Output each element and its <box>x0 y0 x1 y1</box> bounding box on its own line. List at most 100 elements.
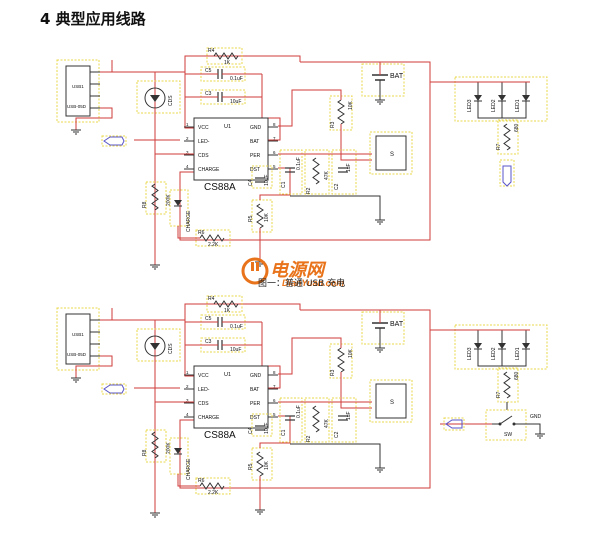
ic-pin-name: CHARGE <box>198 415 220 421</box>
usb-label: USB-05D <box>67 352 87 357</box>
r3-value: 10K <box>348 100 354 110</box>
c5-value: 0.1uF <box>230 76 243 82</box>
c2-value: 1uF <box>346 163 352 172</box>
resistor-symbol <box>337 347 345 373</box>
c4-value: 10uF <box>264 175 270 186</box>
component-frame <box>369 379 413 423</box>
r4-ref: R4 <box>208 296 215 302</box>
photocell-icon <box>150 343 160 350</box>
ic-pin-num: 1 <box>186 370 189 375</box>
ic-pin-num: 5 <box>273 412 276 417</box>
r5-value: 10K <box>264 460 270 470</box>
connector-block-icon <box>375 135 407 171</box>
ic-ref: U1 <box>224 372 231 378</box>
r7-ref: R7 <box>496 143 502 150</box>
gnd-label: GND <box>530 414 542 420</box>
component-frame <box>206 47 243 65</box>
watermark-logo-icon <box>240 256 270 291</box>
usb-connector-icon <box>65 65 91 117</box>
wire <box>75 355 113 378</box>
component-frame <box>101 383 127 395</box>
led-diode-icon <box>474 95 482 101</box>
ic-pin-name: PER <box>250 401 261 407</box>
resistor-symbol <box>199 482 225 490</box>
ic-pin-name: BAT <box>250 139 259 145</box>
led-diode-icon <box>522 343 530 349</box>
wire <box>507 101 527 119</box>
r5-ref: R5 <box>248 463 254 470</box>
r4-value: 1K <box>224 60 231 66</box>
r6-ref: R6 <box>198 230 205 236</box>
ic-pin-name: DST <box>250 167 260 173</box>
component-frame <box>361 63 405 97</box>
wire <box>179 61 431 241</box>
led-label: LED3 <box>467 99 473 112</box>
watermark-en: DianYuan.com <box>282 278 345 288</box>
wire <box>177 474 200 487</box>
charge-led-label: CHARGE <box>186 210 192 232</box>
r6-value: 2.2K <box>208 242 219 248</box>
component-frame <box>169 189 189 227</box>
ic-pin-name: LED- <box>198 387 210 393</box>
ic-pin-num: 3 <box>186 398 189 403</box>
ic-pin-name: VCC <box>198 125 209 131</box>
wire <box>507 349 527 367</box>
component-frame <box>497 367 519 403</box>
net-flag-icon <box>445 419 463 429</box>
wire <box>155 319 194 377</box>
led-label: LED2 <box>491 347 497 360</box>
ic-name: CS88A <box>204 430 236 441</box>
cds-label: CDS <box>168 343 174 354</box>
led-diode-icon <box>498 343 506 349</box>
c2-ref: C2 <box>334 183 340 190</box>
ic-pin-num: 1 <box>186 122 189 127</box>
led-diode-icon <box>474 343 482 349</box>
led-label: LED1 <box>515 347 521 360</box>
resistor-symbol <box>337 99 345 125</box>
led-diode-icon <box>174 200 182 206</box>
resistor-symbol <box>503 371 511 399</box>
wire <box>100 308 113 321</box>
component-frame <box>369 131 413 175</box>
ic-pin-num: 7 <box>273 384 276 389</box>
switch-icon <box>499 415 513 425</box>
wire <box>75 107 113 130</box>
r6-ref: R6 <box>198 478 205 484</box>
led-label: LED3 <box>467 347 473 360</box>
watermark-cn: 电源网 <box>270 260 324 281</box>
c2-value: 1uF <box>346 411 352 420</box>
component-frame <box>251 447 273 481</box>
ic-pin-name: CHARGE <box>198 167 220 173</box>
charge-led-label: CHARGE <box>186 458 192 480</box>
r7-value: 680 <box>514 123 520 132</box>
wire <box>112 71 156 255</box>
wire <box>179 309 431 489</box>
c1-value: 0.1uF <box>296 405 302 418</box>
connector-label: S <box>390 152 394 158</box>
ic-pin-name: GND <box>250 125 262 131</box>
ic-pin-num: 8 <box>273 370 276 375</box>
c3-value: 10uF <box>230 99 241 105</box>
wire <box>290 443 381 468</box>
switch-icon <box>498 422 502 426</box>
resistor-symbol <box>256 451 264 477</box>
r8-value: 200K <box>166 442 172 454</box>
net-flag-icon <box>502 165 512 187</box>
wire <box>340 372 372 409</box>
connector-block-icon <box>375 383 407 419</box>
component-frame <box>443 417 465 431</box>
c3-ref: C3 <box>205 91 212 97</box>
usb-label: USB-05D <box>67 104 87 109</box>
resistor-symbol <box>503 123 511 151</box>
r8-ref: R8 <box>142 449 148 456</box>
circuit-plain: USB1USB-05DR41KC50.1uFC310uFCDSU1CS88AVC… <box>56 47 548 270</box>
c5-ref: C5 <box>205 68 212 74</box>
sw-label: SW <box>504 432 512 438</box>
c1-ref: C1 <box>281 429 287 436</box>
c1-ref: C1 <box>281 181 287 188</box>
r2-value: 47K <box>324 418 330 428</box>
ic-name: CS88A <box>204 182 236 193</box>
c4-ref: C4 <box>248 427 254 434</box>
wire <box>154 356 194 403</box>
